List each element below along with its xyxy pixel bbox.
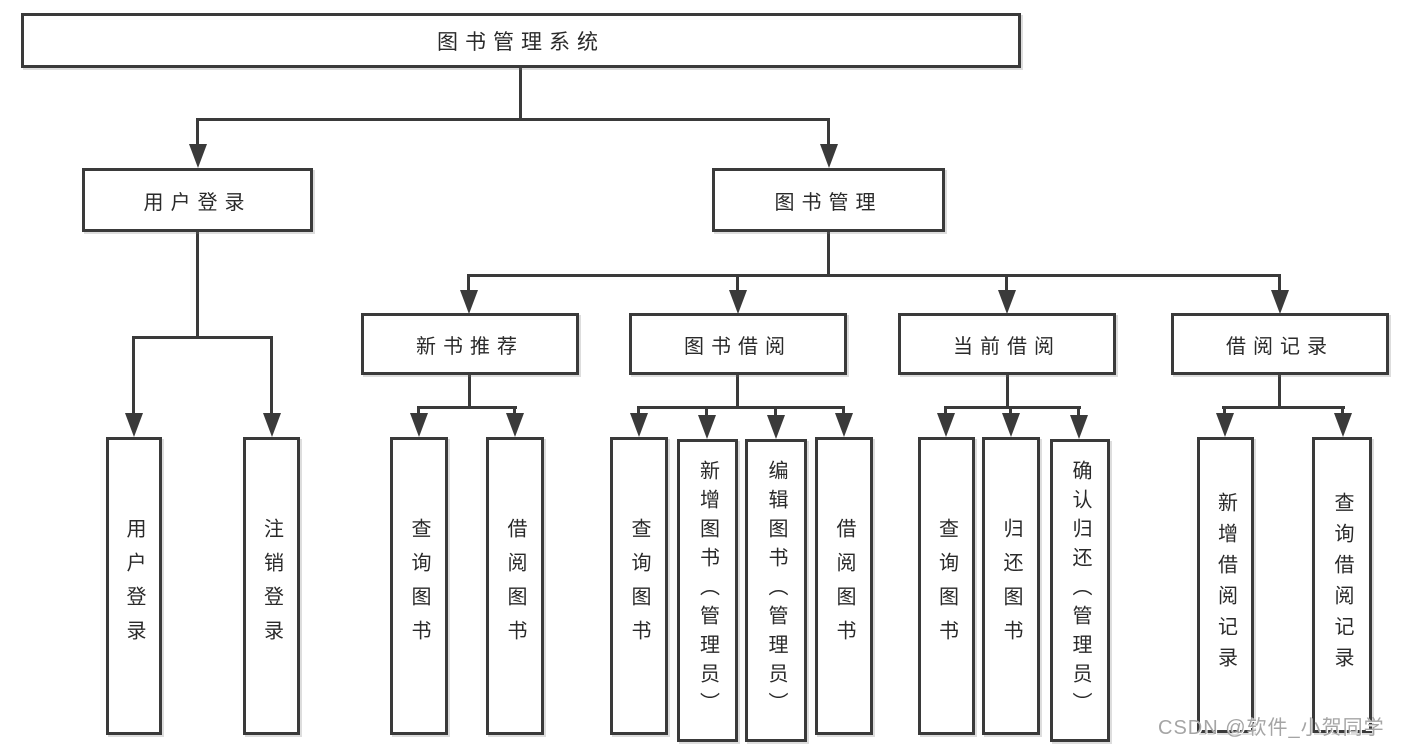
- node-book-borrow: 图书借阅: [629, 313, 847, 375]
- connector-root-stem: [519, 68, 522, 118]
- arrow-down-icon: [1334, 406, 1352, 437]
- connector-borrow-hline: [637, 406, 845, 409]
- arrow-down-icon: [698, 406, 716, 439]
- arrow-down-icon: [410, 406, 428, 437]
- arrow-down-icon: [1002, 406, 1020, 437]
- connector-borrow-stem: [736, 375, 739, 406]
- connector-current-stem: [1006, 375, 1009, 406]
- leaf-add-borrow-record: 新增借阅记录: [1197, 437, 1254, 733]
- leaf-query-books-borrow: 查询图书: [610, 437, 668, 735]
- arrow-down-icon: [1070, 406, 1088, 439]
- arrow-down-icon: [820, 118, 838, 168]
- leaf-user-login-label: 用户登录: [123, 518, 145, 654]
- leaf-query-books-current-label: 查询图书: [935, 518, 958, 654]
- leaf-return-book-label: 归还图书: [1000, 518, 1022, 654]
- arrow-down-icon: [1271, 274, 1289, 314]
- leaf-borrow-books: 借阅图书: [815, 437, 873, 735]
- arrow-down-icon: [835, 406, 853, 437]
- connector-level3-hline: [468, 274, 1280, 277]
- connector-records-stem: [1278, 375, 1281, 406]
- node-user-login-label: 用户登录: [143, 191, 252, 214]
- connector-newbook-stem: [468, 375, 471, 406]
- leaf-return-book: 归还图书: [982, 437, 1040, 735]
- arrow-down-icon: [506, 406, 524, 437]
- connector-records-hline: [1222, 406, 1345, 409]
- arrow-down-icon: [937, 406, 955, 437]
- connector-current-hline: [944, 406, 1081, 409]
- leaf-query-books-recommend-label: 查询图书: [408, 518, 430, 654]
- node-current-borrow: 当前借阅: [898, 313, 1116, 375]
- arrow-down-icon: [460, 274, 478, 314]
- leaf-edit-book-admin: 编辑图书（管理员）: [745, 439, 807, 742]
- arrow-down-icon: [1216, 406, 1234, 437]
- connector-newbook-hline: [418, 406, 517, 409]
- node-user-login: 用户登录: [82, 168, 313, 232]
- leaf-logout: 注销登录: [243, 437, 300, 735]
- leaf-query-books-recommend: 查询图书: [390, 437, 448, 735]
- connector-level2-hline: [197, 118, 830, 121]
- node-borrow-records-label: 借阅记录: [1226, 335, 1334, 358]
- arrow-down-icon: [767, 406, 785, 439]
- leaf-query-borrow-record: 查询借阅记录: [1312, 437, 1372, 733]
- leaf-borrow-books-recommend: 借阅图书: [486, 437, 544, 735]
- arrow-down-icon: [998, 274, 1016, 314]
- node-book-management: 图书管理: [712, 168, 945, 232]
- node-new-book-recommend: 新书推荐: [361, 313, 579, 375]
- leaf-add-book-admin: 新增图书（管理员）: [677, 439, 738, 742]
- leaf-query-books-current: 查询图书: [918, 437, 975, 735]
- node-current-borrow-label: 当前借阅: [953, 335, 1061, 358]
- arrow-down-icon: [189, 118, 207, 168]
- arrow-down-icon: [630, 406, 648, 437]
- leaf-user-login: 用户登录: [106, 437, 162, 735]
- arrow-down-icon: [125, 336, 143, 437]
- node-new-book-recommend-label: 新书推荐: [416, 335, 524, 358]
- node-book-borrow-label: 图书借阅: [684, 335, 792, 358]
- leaf-borrow-books-recommend-label: 借阅图书: [504, 518, 526, 654]
- connector-userlogin-hline: [133, 336, 273, 339]
- watermark: CSDN @软件_小贺同学: [1158, 717, 1385, 739]
- leaf-logout-label: 注销登录: [260, 518, 283, 654]
- leaf-edit-book-admin-label: 编辑图书（管理员）: [765, 460, 787, 721]
- arrow-down-icon: [263, 336, 281, 437]
- leaf-confirm-return-admin: 确认归还（管理员）: [1050, 439, 1110, 742]
- leaf-query-borrow-record-label: 查询借阅记录: [1331, 492, 1353, 678]
- leaf-borrow-books-label: 借阅图书: [833, 518, 855, 654]
- node-borrow-records: 借阅记录: [1171, 313, 1389, 375]
- arrow-down-icon: [729, 274, 747, 314]
- node-book-management-label: 图书管理: [774, 191, 883, 214]
- leaf-query-books-borrow-label: 查询图书: [628, 518, 650, 654]
- connector-userlogin-stem: [196, 232, 199, 336]
- leaf-confirm-return-admin-label: 确认归还（管理员）: [1069, 460, 1091, 721]
- node-library-system: 图书管理系统: [21, 13, 1021, 68]
- leaf-add-book-admin-label: 新增图书（管理员）: [696, 460, 719, 721]
- leaf-add-borrow-record-label: 新增借阅记录: [1214, 492, 1237, 678]
- connector-bookmgmt-stem: [827, 232, 830, 274]
- node-library-system-label: 图书管理系统: [437, 30, 605, 54]
